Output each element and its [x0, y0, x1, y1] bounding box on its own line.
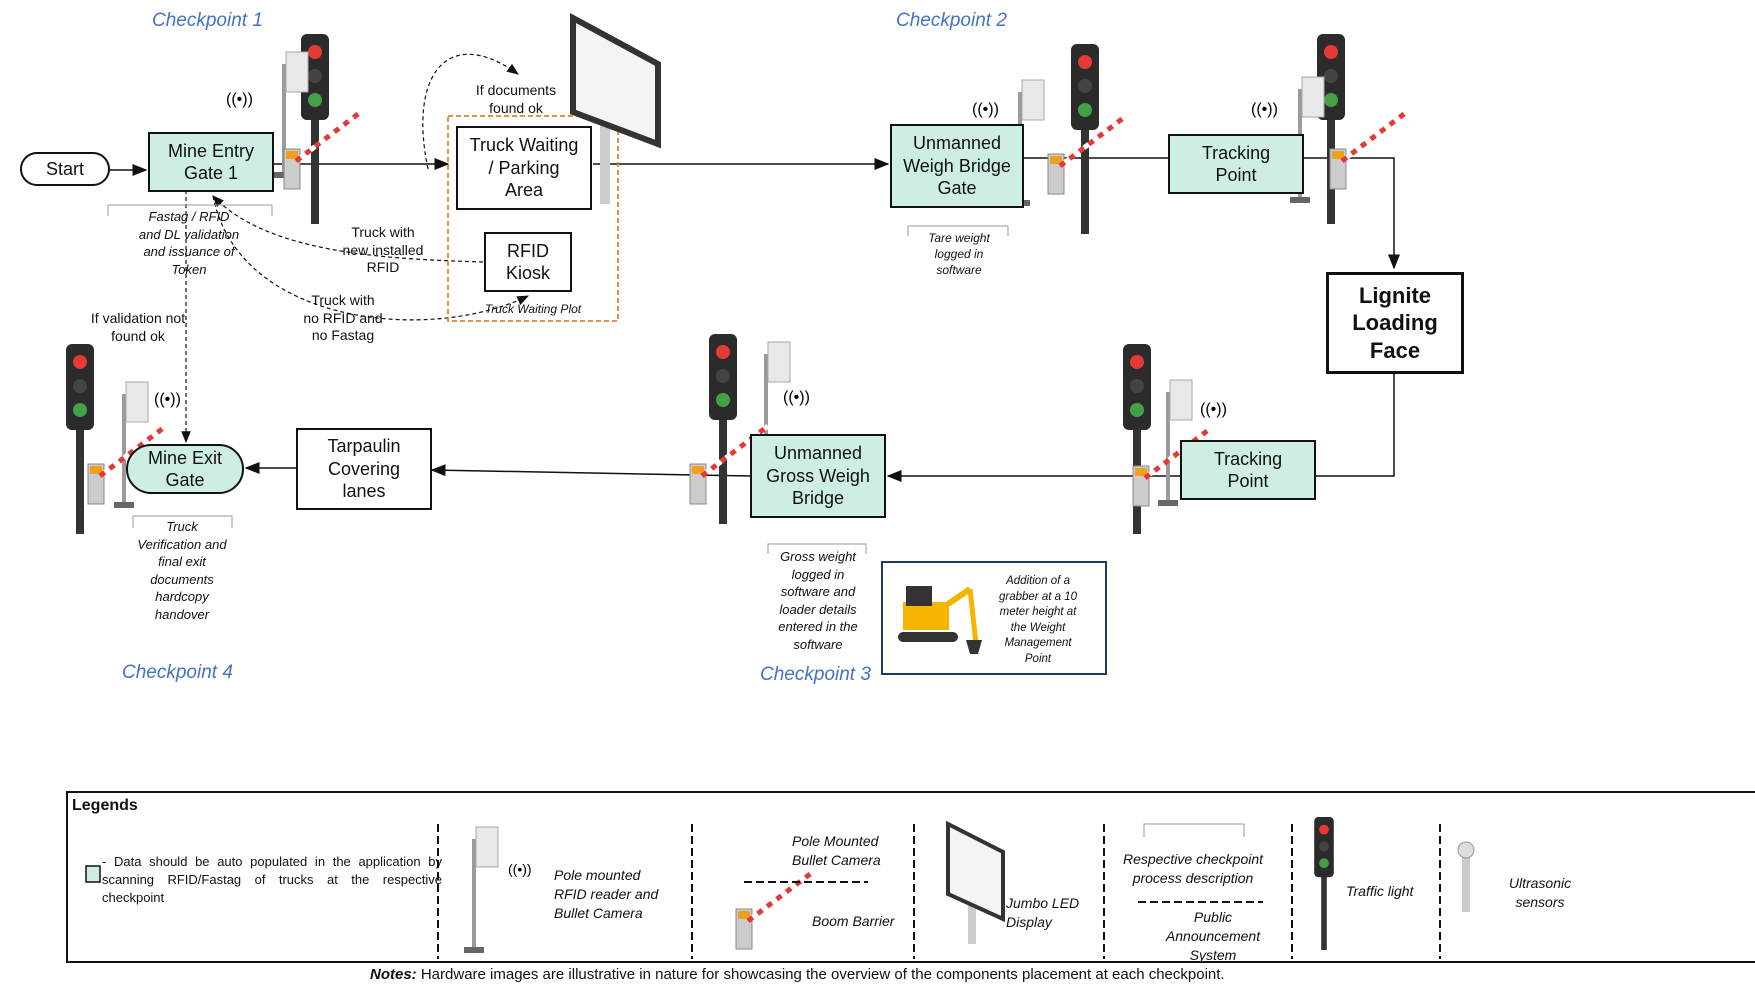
notes-line: Notes: Hardware images are illustrative … — [370, 966, 1225, 983]
tracking-point-2-node: Tracking Point — [1180, 440, 1316, 500]
connector-layer: ((•)) ((•)) ((•)) ((•)) ((•)) ((•)) — [66, 12, 1475, 959]
boom-barrier-icon — [284, 111, 362, 189]
legend-pa-system: Public Announcement System — [1165, 909, 1261, 963]
start-node: Start — [20, 152, 110, 186]
truck-waiting-area-node: Truck Waiting / Parking Area — [456, 126, 592, 210]
docs-ok-label: If documents found ok — [475, 82, 557, 116]
rfid-kiosk-node: RFID Kiosk — [484, 232, 572, 292]
exit-description: Truck Verification and final exit docume… — [137, 519, 227, 622]
legend-green-description: - Data should be auto populated in the a… — [102, 854, 442, 906]
tracking-point-1-node: Tracking Point — [1168, 134, 1304, 194]
gross-weight-description: Gross weight logged in software and load… — [778, 549, 858, 652]
notes-label: Notes: — [370, 966, 417, 983]
notes-text: Hardware images are illustrative in natu… — [420, 966, 1225, 983]
checkpoint-3-label: Checkpoint 3 — [760, 664, 871, 685]
svg-text:((•)): ((•)) — [1200, 401, 1227, 418]
new-rfid-label: Truck with new installed RFID — [342, 224, 424, 275]
svg-text:((•)): ((•)) — [508, 861, 532, 877]
traffic-light-icon — [1317, 34, 1345, 224]
gross-weigh-bridge-node: Unmanned Gross Weigh Bridge — [750, 434, 886, 518]
mine-entry-gate-node: Mine Entry Gate 1 — [148, 132, 274, 192]
legend-ultrasonic: Ultrasonic sensors — [1508, 875, 1572, 910]
validation-fail-label: If validation not found ok — [90, 310, 186, 344]
legend-title: Legends — [72, 797, 138, 814]
tarpaulin-lanes-node: Tarpaulin Covering lanes — [296, 428, 432, 510]
traffic-light-icon — [709, 334, 737, 524]
legend-jumbo-led: Jumbo LED Display — [1006, 895, 1080, 930]
excavator-icon — [898, 586, 982, 654]
waiting-plot-label: Truck Waiting Plot — [484, 302, 582, 316]
no-rfid-label: Truck with no RFID and no Fastag — [303, 292, 383, 343]
legend-checkpoint-desc: Respective checkpoint process descriptio… — [1122, 851, 1264, 886]
legend-bullet-camera: Pole Mounted Bullet Camera — [792, 833, 881, 868]
svg-text:((•)): ((•)) — [154, 391, 181, 408]
mine-exit-gate-node: Mine Exit Gate — [126, 444, 244, 494]
svg-text:((•)): ((•)) — [972, 101, 999, 118]
traffic-light-icon — [66, 344, 94, 534]
legend-boom-barrier: Boom Barrier — [812, 913, 895, 929]
entry-description: Fastag / RFID and DL validation and issu… — [138, 209, 240, 277]
svg-text:((•)): ((•)) — [1251, 101, 1278, 118]
tare-weight-description: Tare weight logged in software — [928, 231, 990, 278]
legend-rfid-reader: Pole mounted RFID reader and Bullet Came… — [554, 867, 659, 921]
checkpoint-4-label: Checkpoint 4 — [122, 662, 233, 683]
jumbo-led-display-icon — [570, 12, 661, 204]
svg-text:((•)): ((•)) — [226, 91, 253, 108]
legend-traffic-light: Traffic light — [1346, 883, 1414, 899]
legend-box: Legends - Data should be auto populated … — [66, 791, 1755, 963]
grabber-note: Addition of a grabber at a 10 meter heig… — [998, 575, 1077, 665]
lignite-loading-face-node: Lignite Loading Face — [1326, 272, 1464, 374]
boom-barrier-icon — [1330, 111, 1408, 189]
svg-text:((•)): ((•)) — [783, 389, 810, 406]
checkpoint-1-label: Checkpoint 1 — [152, 10, 263, 31]
diagram-frame: ((•)) ((•)) ((•)) ((•)) ((•)) ((•)) — [8, 4, 1755, 987]
weigh-bridge-gate-node: Unmanned Weigh Bridge Gate — [890, 124, 1024, 208]
checkpoint-2-label: Checkpoint 2 — [896, 10, 1007, 31]
